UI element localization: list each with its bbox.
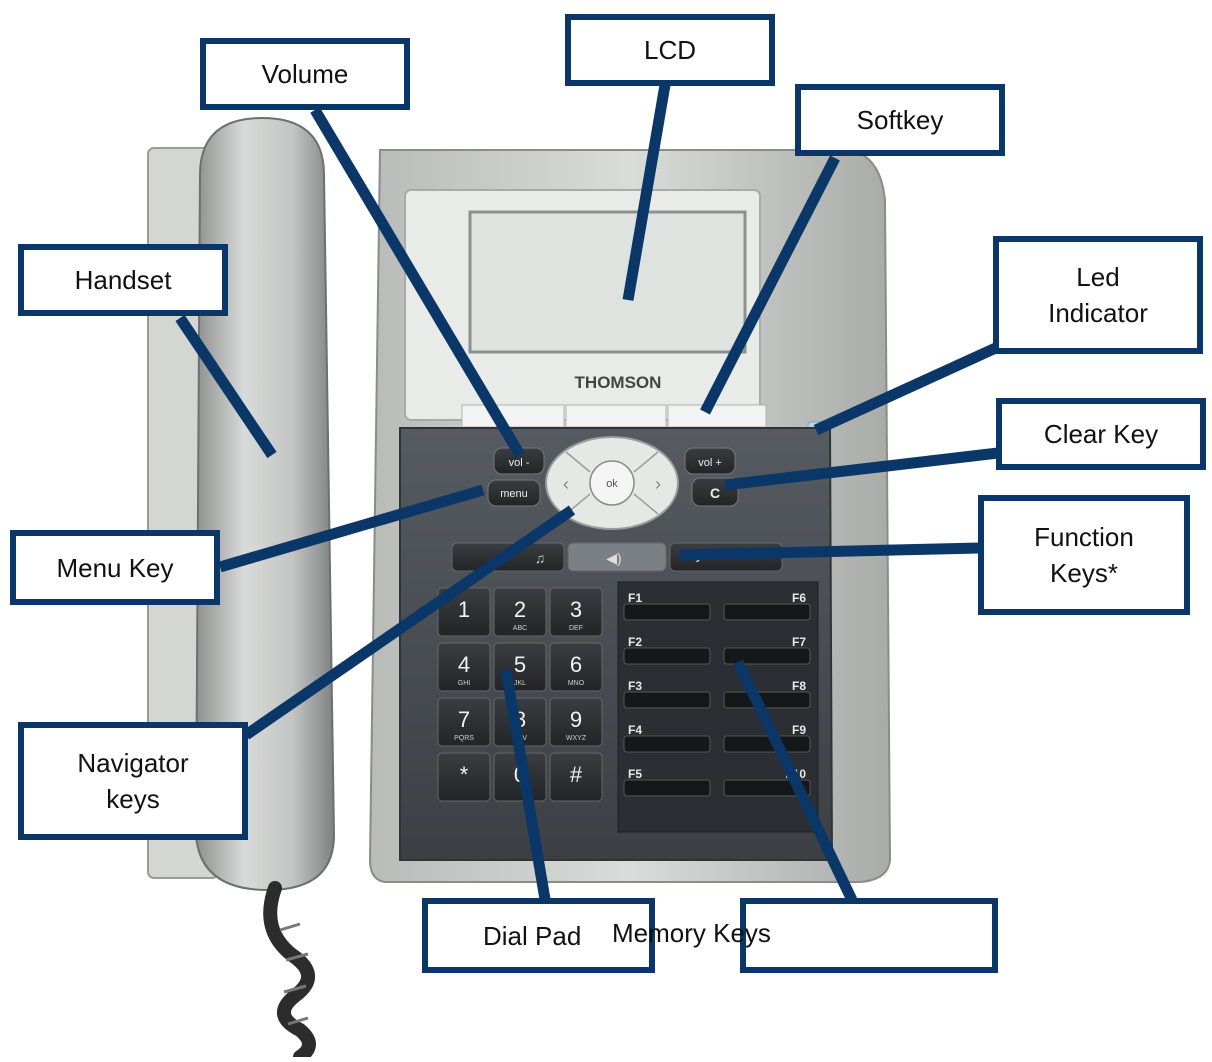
callout-clear-key: Clear Key xyxy=(996,398,1206,470)
pointer-function-keys xyxy=(679,542,981,561)
dial-key-digit: 9 xyxy=(570,707,582,732)
memory-key-f6[interactable] xyxy=(723,603,811,621)
memory-key-label: F9 xyxy=(792,723,806,737)
handset-cord xyxy=(263,881,316,1062)
memory-key-f10[interactable] xyxy=(723,779,811,797)
dial-key-digit: # xyxy=(570,762,583,787)
callout-memory-keys: Memory Keys xyxy=(612,918,771,948)
pointer-softkey xyxy=(700,155,840,415)
menu-key[interactable] xyxy=(487,479,541,507)
dial-key-digit: 2 xyxy=(514,597,526,622)
callout-volume: Volume xyxy=(200,38,410,110)
dial-key-3[interactable] xyxy=(549,587,603,637)
dial-key-2[interactable] xyxy=(493,587,547,637)
softkey-3[interactable] xyxy=(667,404,767,428)
dial-key-4[interactable] xyxy=(437,642,491,692)
dial-key-6[interactable] xyxy=(549,642,603,692)
dial-key-9[interactable] xyxy=(549,697,603,747)
memory-key-f5[interactable] xyxy=(623,779,711,797)
headset-icon: ♫ xyxy=(535,550,546,566)
clear-key-label: C xyxy=(710,485,720,501)
callout-function-keys: Function Keys* xyxy=(978,495,1190,615)
dial-key-letters: JKL xyxy=(514,680,526,687)
memory-key-label: F5 xyxy=(628,767,642,781)
ok-key[interactable] xyxy=(589,460,635,506)
callout-softkey: Softkey xyxy=(795,84,1005,156)
callout-lcd: LCD xyxy=(565,14,775,86)
memory-key-label: F4 xyxy=(628,723,642,737)
memory-key-label: F1 xyxy=(628,591,642,605)
navigator-cluster: ok ‹ › xyxy=(545,436,679,530)
vol-plus-key[interactable] xyxy=(684,447,736,475)
dial-key-letters: ABC xyxy=(513,625,527,632)
memory-key-f3[interactable] xyxy=(623,691,711,709)
dial-key-letters: GHI xyxy=(458,680,471,687)
dial-key-letters: WXYZ xyxy=(566,735,587,742)
memory-key-f7[interactable] xyxy=(723,647,811,665)
pointer-navigator-keys xyxy=(242,505,576,740)
pointer-led-indicator xyxy=(813,340,1003,436)
dial-key-letters: DEF xyxy=(569,625,583,632)
pointer-handset xyxy=(175,314,277,459)
memory-key-label: F7 xyxy=(792,635,806,649)
dial-key-star[interactable] xyxy=(437,752,491,802)
menu-key-label: menu xyxy=(500,488,528,500)
memory-key-f4[interactable] xyxy=(623,735,711,753)
function-key-speaker[interactable] xyxy=(567,542,667,572)
pointer-dial-pad xyxy=(500,669,552,906)
memory-key-label: F6 xyxy=(792,591,806,605)
vol-plus-label: vol + xyxy=(698,457,722,469)
memory-key-label: F2 xyxy=(628,635,642,649)
dial-key-digit: 4 xyxy=(458,652,470,677)
dial-key-digit: 5 xyxy=(514,652,526,677)
memory-key-label: F3 xyxy=(628,679,642,693)
lcd-screen xyxy=(468,210,747,354)
pointer-memory-keys xyxy=(733,659,857,903)
memory-key-label: F8 xyxy=(792,679,806,693)
brand-logo: THOMSON xyxy=(575,373,662,392)
pointer-clear-key xyxy=(724,447,999,491)
dial-key-digit: 7 xyxy=(458,707,470,732)
softkey-2[interactable] xyxy=(565,404,667,428)
vol-minus-label: vol - xyxy=(509,457,530,469)
callout-dial-pad: Dial Pad xyxy=(422,898,655,973)
chevron-right-icon: › xyxy=(655,474,661,494)
dial-key-letters: MNO xyxy=(568,680,585,687)
dial-key-letters: PQRS xyxy=(454,735,474,742)
dial-key-digit: 1 xyxy=(458,597,470,622)
callout-menu-key: Menu Key xyxy=(10,530,220,605)
memory-key-f1[interactable] xyxy=(623,603,711,621)
chevron-left-icon: ‹ xyxy=(563,474,569,494)
memory-key-f9[interactable] xyxy=(723,735,811,753)
dial-key-digit: * xyxy=(460,762,469,787)
pointer-lines xyxy=(175,84,1003,906)
pointer-lcd xyxy=(622,84,671,301)
memory-key-f2[interactable] xyxy=(623,647,711,665)
ok-key-label: ok xyxy=(606,478,618,490)
dial-key-hash[interactable] xyxy=(549,752,603,802)
callout-memory-keys-box xyxy=(740,898,998,973)
callout-handset: Handset xyxy=(18,244,228,316)
memory-key-f8[interactable] xyxy=(723,691,811,709)
softkey-1[interactable] xyxy=(461,404,565,428)
pointer-volume xyxy=(310,107,525,458)
callout-navigator-keys: Navigator keys xyxy=(18,722,248,840)
pointer-menu-key xyxy=(218,484,485,573)
callout-led-indicator: Led Indicator xyxy=(993,236,1203,354)
dial-key-digit: 6 xyxy=(570,652,582,677)
dial-key-7[interactable] xyxy=(437,697,491,747)
speaker-icon: ◀) xyxy=(606,550,621,566)
dial-key-digit: 3 xyxy=(570,597,582,622)
